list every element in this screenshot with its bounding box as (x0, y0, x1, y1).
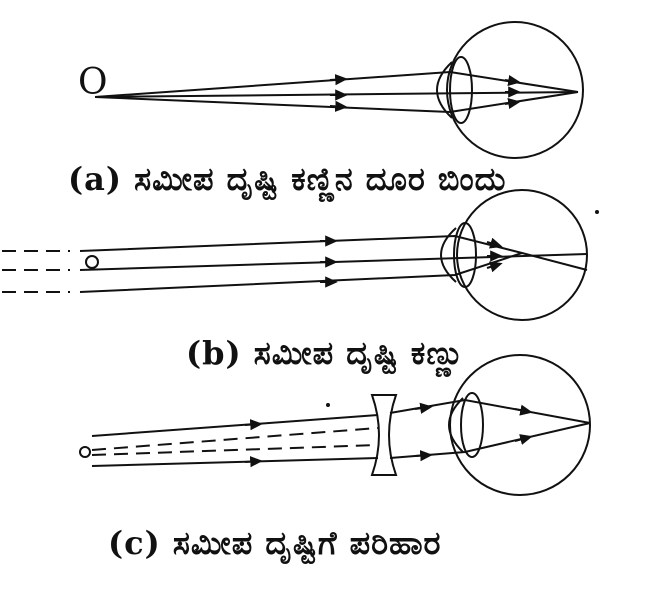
eye-lens-b (453, 222, 477, 288)
ray-c-top-post (389, 398, 591, 424)
eyeball-c (449, 354, 591, 496)
arrow-b4 (486, 237, 503, 249)
arrow-c6 (514, 434, 533, 445)
arrow-c3 (414, 402, 433, 414)
arrow-c2 (244, 456, 263, 468)
ray-b-top (79, 234, 588, 271)
speck-2 (326, 403, 330, 407)
concave-lens (370, 394, 398, 476)
cornea-bulge-c (448, 397, 464, 453)
object-label-o: O (78, 62, 108, 103)
object-point-c (79, 446, 91, 458)
eye-lens-a (449, 56, 473, 124)
caption-b: (b) ಸಮೀಪ ದೃಷ್ಟಿ ಕಣ್ಣು (186, 334, 465, 372)
arrow-a4 (504, 74, 521, 87)
panel-a (94, 21, 584, 159)
ray-c-bot-post (389, 422, 591, 459)
object-point-b (85, 255, 99, 269)
speck-1 (595, 210, 599, 214)
eyeball-a (446, 21, 584, 159)
caption-a: (a) ಸಮೀಪ ದೃಷ್ಟಿ ಕಣ್ಣಿನ ದೂರ ಬಿಂದು (68, 160, 507, 198)
virtual-ray-bot (91, 444, 379, 456)
ray-a-bottom (94, 91, 579, 114)
cornea-bulge-b (440, 227, 457, 283)
arrow-a6 (504, 97, 521, 110)
virtual-ray-top (91, 427, 379, 451)
ray-a-top (94, 70, 579, 98)
caption-c: (c) ಸಮೀಪ ದೃಷ್ಟಿಗೆ ಪರಿಹಾರ (108, 524, 442, 562)
ray-c-bot-pre (91, 457, 379, 467)
panel-b (2, 189, 588, 321)
eye-lens-c (460, 392, 484, 458)
arrow-b6 (486, 261, 503, 273)
ray-c-top-pre (91, 414, 379, 437)
arrow-c4 (414, 450, 433, 462)
arrow-c5 (514, 404, 533, 416)
panel-c (79, 354, 591, 496)
arrow-a1 (329, 74, 348, 86)
arrow-a3 (329, 100, 348, 112)
arrow-c1 (244, 419, 263, 431)
